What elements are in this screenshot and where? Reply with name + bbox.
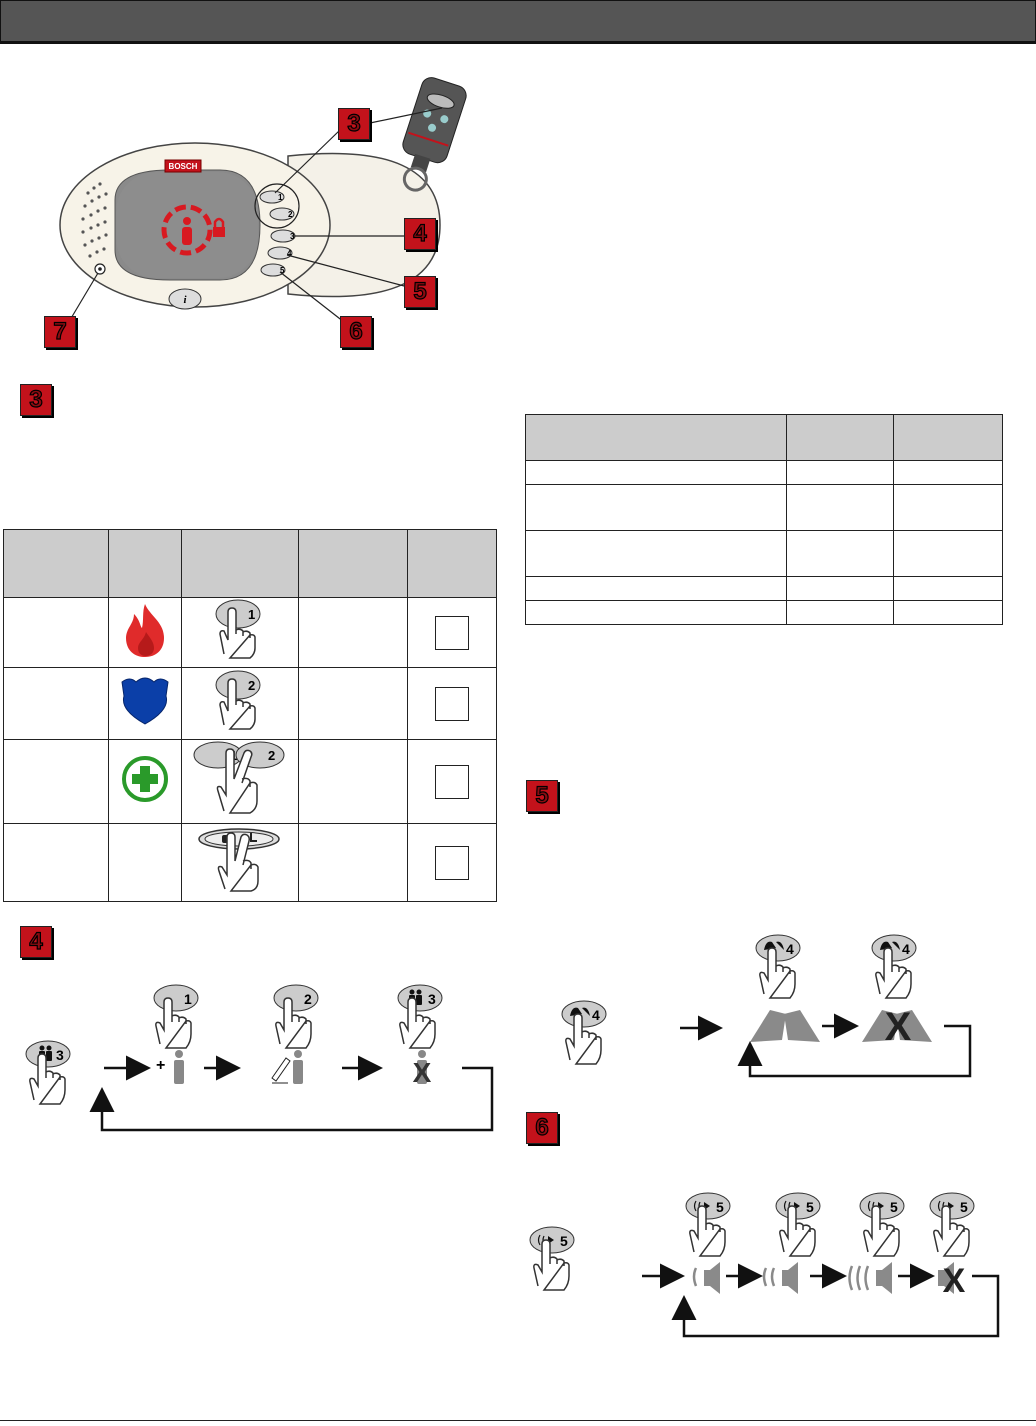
callout-7: 7 — [44, 316, 76, 348]
checkbox-police[interactable] — [435, 686, 469, 721]
chime-off-icon: X — [862, 1005, 932, 1049]
chime-step-button-4b-icon: 4 — [871, 934, 917, 999]
police-shield-icon — [121, 677, 169, 725]
footer-rule — [0, 1420, 1036, 1421]
svg-text:3: 3 — [428, 991, 436, 1007]
svg-text:5: 5 — [560, 1233, 568, 1249]
volume-button-5-icon: 5 — [529, 1226, 575, 1291]
svg-text:4: 4 — [786, 941, 794, 957]
alarm-table: 1 2 — [3, 529, 497, 902]
svg-text:5: 5 — [890, 1199, 898, 1215]
volume-diagram: 5 5 5 5 5 X — [529, 1192, 1000, 1338]
svg-text:1: 1 — [184, 991, 192, 1007]
svg-text:i: i — [183, 294, 187, 306]
control-panel-illustration: BOSCH i 1 2 3 4 5 — [59, 77, 467, 323]
svg-text:4: 4 — [592, 1007, 600, 1023]
volume-step-button-5a-icon: 5 — [685, 1192, 731, 1257]
chime-button-4-icon: 4 — [561, 1000, 607, 1065]
user-step-button-1-icon: 1 — [153, 984, 199, 1049]
table-row: 1 — [3, 597, 497, 668]
chime-step-button-4-icon: 4 — [755, 934, 801, 999]
table-row — [525, 460, 1003, 485]
svg-text:2: 2 — [288, 210, 293, 219]
section-5-badge: 5 — [526, 780, 558, 812]
header-bar — [0, 0, 1036, 42]
callout-5: 5 — [404, 276, 436, 308]
table-row: 2 — [3, 667, 497, 740]
medical-cross-icon — [122, 756, 168, 802]
press-button-2-icon: 2 — [215, 670, 261, 730]
callout-3: 3 — [338, 108, 370, 140]
chime-on-icon — [750, 1010, 820, 1042]
svg-text:BOSCH: BOSCH — [169, 162, 198, 171]
chime-diagram: 4 4 4 X — [561, 934, 972, 1078]
delete-user-icon: X — [413, 1050, 432, 1088]
section-6-badge: 6 — [526, 1112, 558, 1144]
svg-text:5: 5 — [806, 1199, 814, 1215]
svg-text:4: 4 — [902, 941, 910, 957]
svg-text:5: 5 — [960, 1199, 968, 1215]
callout-4: 4 — [404, 218, 436, 250]
panel-button-2[interactable] — [269, 207, 295, 221]
user-step-button-3-icon: 3 — [397, 984, 443, 1049]
table-row — [525, 484, 1003, 531]
svg-text:2: 2 — [304, 991, 312, 1007]
section-3-badge: 3 — [20, 384, 52, 416]
svg-text:3: 3 — [290, 232, 295, 241]
press-buttons-1-2-icon: 1 2 — [193, 741, 285, 814]
panel-button-1[interactable] — [259, 190, 285, 204]
info-button[interactable] — [168, 288, 202, 310]
checkbox-keyfob[interactable] — [435, 845, 469, 880]
svg-text:1: 1 — [248, 607, 255, 622]
svg-text:4: 4 — [287, 249, 292, 258]
info-table — [525, 414, 1003, 625]
table-row: 1 2 — [3, 739, 497, 824]
user-step-button-2-icon: 2 — [273, 984, 319, 1049]
press-keyfob-lock-unlock-icon — [198, 828, 280, 892]
callout-6: 6 — [340, 316, 372, 348]
svg-text:5: 5 — [280, 266, 285, 275]
panel-button-5[interactable] — [260, 263, 286, 277]
press-button-1-icon: 1 — [215, 599, 261, 659]
volume-step-button-5c-icon: 5 — [859, 1192, 905, 1257]
add-user-icon — [174, 1050, 184, 1084]
svg-text:5: 5 — [716, 1199, 724, 1215]
table-row — [525, 576, 1003, 601]
add-user-symbol: + — [156, 1057, 165, 1074]
svg-text:3: 3 — [56, 1047, 64, 1063]
user-button-3-icon: 3 — [25, 1040, 71, 1105]
svg-text:X: X — [885, 1005, 912, 1049]
panel-button-4[interactable] — [267, 246, 293, 260]
table-row — [3, 823, 497, 902]
svg-text:1: 1 — [278, 193, 283, 202]
user-management-diagram: 3 1 2 3 + X — [25, 984, 494, 1132]
svg-text:2: 2 — [268, 748, 275, 763]
svg-text:2: 2 — [248, 678, 255, 693]
section-4-badge: 4 — [20, 926, 52, 958]
volume-off-icon — [938, 1262, 954, 1294]
table-row — [525, 600, 1003, 625]
header-rule — [0, 42, 1036, 44]
volume-step-button-5b-icon: 5 — [775, 1192, 821, 1257]
volume-medium-icon — [762, 1262, 798, 1294]
svg-text:X: X — [943, 1262, 966, 1300]
flame-icon — [126, 604, 164, 657]
checkbox-medical[interactable] — [435, 764, 469, 799]
volume-low-icon — [692, 1262, 720, 1294]
svg-text:X: X — [413, 1057, 432, 1088]
volume-step-button-5d-icon: 5 — [929, 1192, 975, 1257]
table-row — [525, 530, 1003, 577]
checkbox-fire[interactable] — [435, 615, 469, 650]
volume-high-icon — [848, 1262, 892, 1294]
brand-logo — [164, 159, 202, 173]
edit-user-icon — [271, 1050, 303, 1084]
